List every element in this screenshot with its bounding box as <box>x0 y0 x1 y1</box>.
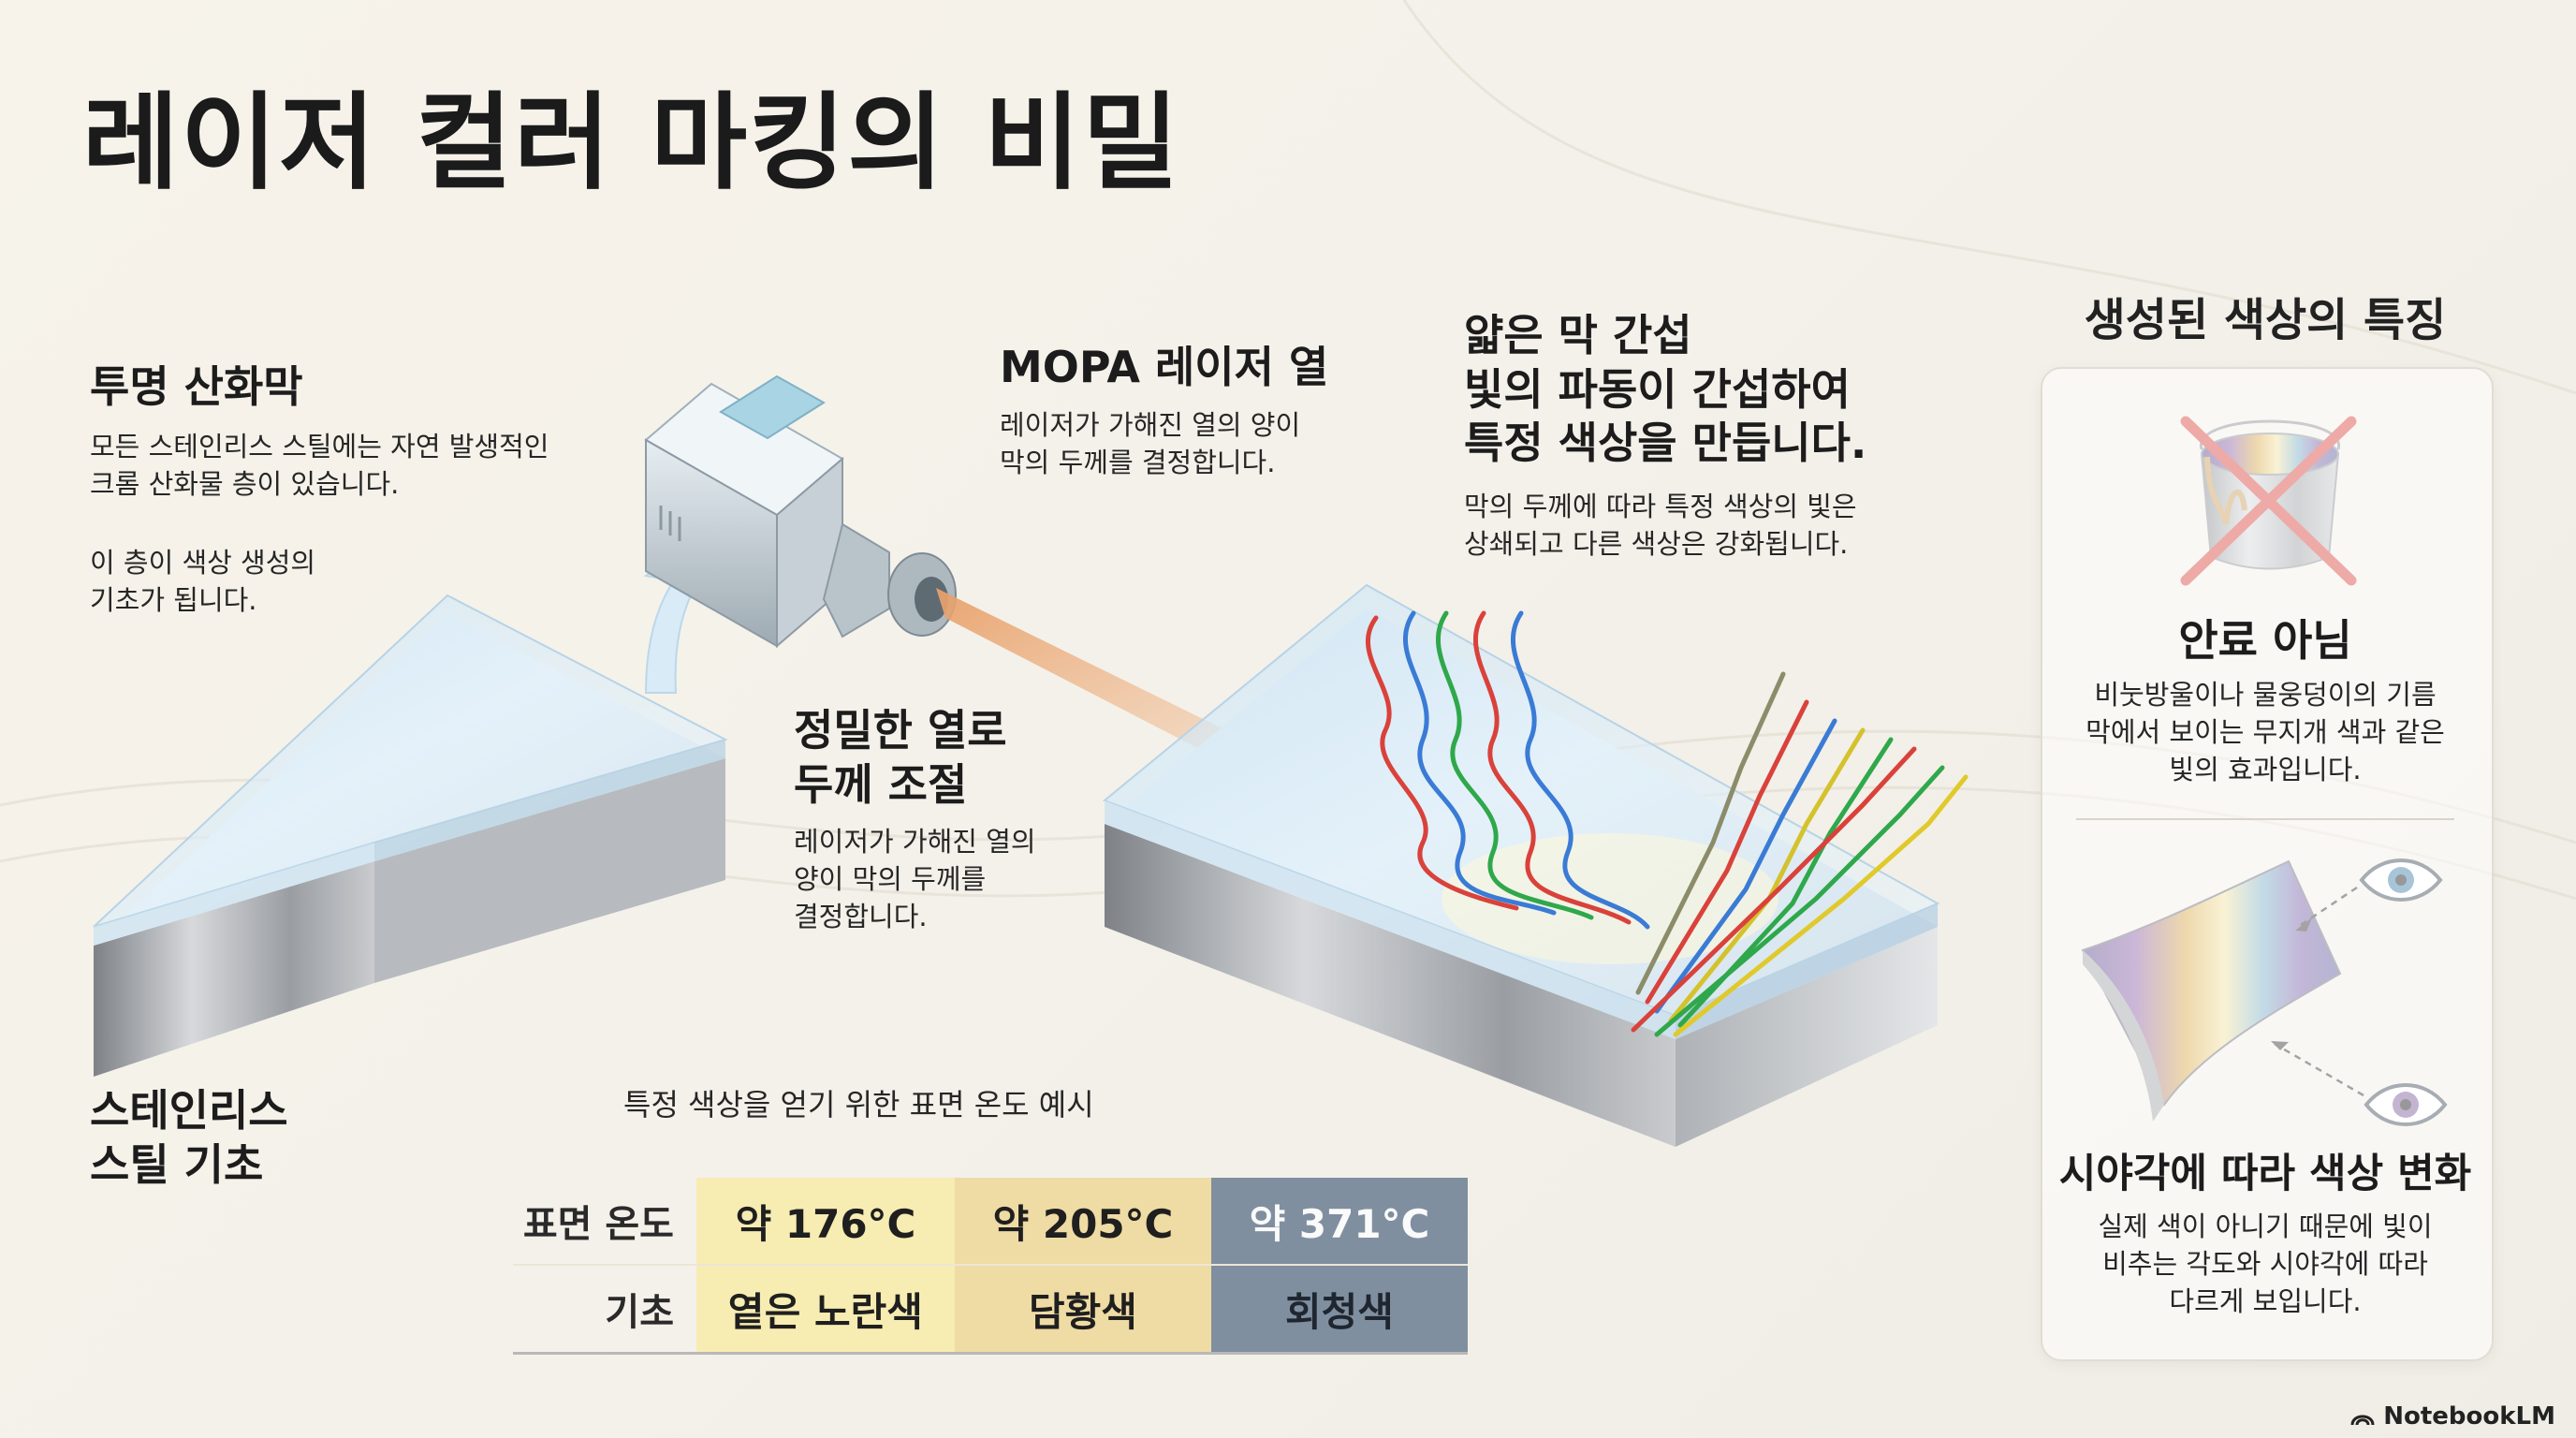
precise-section: 정밀한 열로 두께 조절 레이저가 가해진 열의 양이 막의 두께를 결정합니다… <box>794 704 1036 935</box>
table-row: 표면 온도 약 176°C 약 205°C 약 371°C <box>513 1178 1468 1266</box>
film-note-2: 기초가 됩니다. <box>90 583 257 616</box>
precise-line-2: 양이 막의 두께를 <box>794 863 987 896</box>
temp-cell-2: 약 205°C <box>955 1178 1211 1266</box>
laser-head-icon <box>644 374 957 649</box>
angle-line-3: 다르게 보입니다. <box>2169 1284 2362 1317</box>
laser-beam <box>936 588 1245 768</box>
brand-name: NotebookLM <box>2383 1402 2555 1431</box>
precise-line-3: 결정합니다. <box>794 901 928 933</box>
color-cell-3: 회청색 <box>1211 1265 1468 1355</box>
interference-line-1: 막의 두께에 따라 특정 색상의 빛은 <box>1464 490 1857 522</box>
angle-section: 시야각에 따라 색상 변화 실제 색이 아니기 때문에 빛이 비추는 각도와 시… <box>2041 1150 2490 1320</box>
not-paint-line-3: 빛의 효과입니다. <box>2169 753 2362 785</box>
table-row: 기초 옅은 노란색 담황색 회청색 <box>513 1265 1468 1355</box>
not-paint-section: 안료 아님 비눗방울이나 물웅덩이의 기름 막에서 보이는 무지개 색과 같은 … <box>2041 614 2490 788</box>
color-cell-1: 옅은 노란색 <box>696 1265 955 1355</box>
row-label-base: 기초 <box>513 1265 696 1355</box>
not-paint-line-2: 막에서 보이는 무지개 색과 같은 <box>2086 715 2445 748</box>
interference-heading-3: 특정 색상을 만듭니다. <box>1464 418 1867 468</box>
film-heading: 투명 산화막 <box>90 361 303 412</box>
table-caption: 특정 색상을 얻기 위한 표면 온도 예시 <box>623 1087 1094 1123</box>
notebooklm-icon <box>2350 1415 2375 1426</box>
panel-title: 생성된 색상의 특징 <box>2084 294 2447 346</box>
steel-base-line-2: 스틸 기초 <box>90 1138 264 1190</box>
mopa-heading: MOPA 레이저 열 <box>1000 342 1329 392</box>
not-paint-heading: 안료 아님 <box>2178 615 2352 666</box>
page-title: 레이저 컬러 마킹의 비밀 <box>82 82 1181 204</box>
angle-heading: 시야각에 따라 색상 변화 <box>2058 1151 2472 1197</box>
temp-cell-3: 약 371°C <box>1211 1178 1468 1266</box>
panel-divider <box>2076 818 2454 820</box>
interference-heading-2: 빛의 파동이 간섭하여 <box>1464 363 1851 415</box>
interference-line-2: 상쇄되고 다른 색상은 강화됩니다. <box>1464 527 1849 560</box>
steel-base-line-1: 스테인리스 <box>90 1085 288 1136</box>
oxide-film-layer <box>93 594 728 946</box>
angle-line-1: 실제 색이 아니기 때문에 빛이 <box>2098 1210 2433 1242</box>
temp-cell-1: 약 176°C <box>696 1178 955 1266</box>
interference-heading-1: 얇은 막 간섭 <box>1464 310 1692 360</box>
film-line-2: 크롬 산화물 층이 있습니다. <box>90 467 400 500</box>
not-paint-line-1: 비눗방울이나 물웅덩이의 기름 <box>2094 678 2437 711</box>
precise-heading-2: 두께 조절 <box>794 758 968 810</box>
film-line-1: 모든 스테인리스 스틸에는 자연 발생적인 <box>90 430 549 462</box>
mopa-line-2: 막의 두께를 결정합니다. <box>1000 446 1276 478</box>
light-waves-incoming <box>1366 610 1650 930</box>
light-waves-reflected <box>1631 671 1969 1037</box>
mopa-line-1: 레이저가 가해진 열의 양이 <box>1000 408 1301 441</box>
angle-line-2: 비추는 각도와 시야각에 따라 <box>2102 1247 2428 1280</box>
precise-line-1: 레이저가 가해진 열의 <box>794 826 1036 858</box>
film-note-1: 이 층이 색상 생성의 <box>90 546 316 579</box>
film-section: 투명 산화막 모든 스테인리스 스틸에는 자연 발생적인 크롬 산화물 층이 있… <box>90 360 549 619</box>
color-cell-2: 담황색 <box>955 1265 1211 1355</box>
features-panel <box>2041 367 2494 1361</box>
precise-heading-1: 정밀한 열로 <box>794 705 1007 756</box>
brand-logo: NotebookLM <box>2349 1402 2555 1431</box>
mopa-section: MOPA 레이저 열 레이저가 가해진 열의 양이 막의 두께를 결정합니다. <box>1000 341 1328 481</box>
interference-section: 얇은 막 간섭 빛의 파동이 간섭하여 특정 색상을 만듭니다. 막의 두께에 … <box>1464 309 1866 563</box>
temperature-table: 표면 온도 약 176°C 약 205°C 약 371°C 기초 옅은 노란색 … <box>513 1178 1468 1355</box>
row-label-temp: 표면 온도 <box>513 1178 696 1266</box>
steel-base-label: 스테인리스 스틸 기초 <box>90 1084 288 1192</box>
